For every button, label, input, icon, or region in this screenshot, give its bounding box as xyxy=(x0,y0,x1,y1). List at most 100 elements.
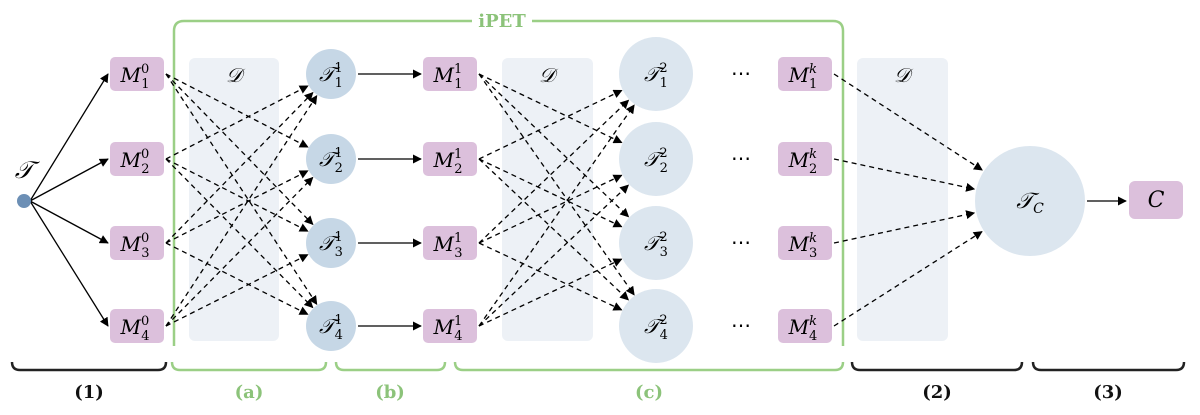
dataset-label-1: 𝒟 xyxy=(226,63,246,87)
arrow-task-to-m0-4 xyxy=(29,200,109,327)
training-set-t1-1 xyxy=(306,49,356,99)
arrow-m1-1-to-t2-3 xyxy=(478,73,630,218)
task-dot xyxy=(17,194,31,208)
ellipsis-3: ⋯ xyxy=(731,230,751,254)
final-classifier-box xyxy=(1129,181,1183,219)
training-set-t2-2 xyxy=(619,122,693,196)
brace-3 xyxy=(1031,361,1186,372)
arrow-task-to-m0-2 xyxy=(29,158,109,202)
model-box-m1-1 xyxy=(423,57,477,91)
brace-a xyxy=(170,361,328,372)
brace-label-b: (b) xyxy=(375,382,405,403)
brace-b xyxy=(334,361,447,372)
brace-label-3: (3) xyxy=(1093,382,1123,403)
task-label: 𝒯 xyxy=(15,156,41,184)
dataset-label-2: 𝒟 xyxy=(539,63,559,87)
training-set-t2-1 xyxy=(619,37,693,111)
brace-label-2: (2) xyxy=(922,382,952,403)
model-box-m1-3 xyxy=(423,226,477,260)
arrow-mk-2-to-tc xyxy=(833,158,976,192)
training-set-t1-4 xyxy=(306,301,356,351)
model-box-mk-3 xyxy=(778,226,832,260)
model-box-m1-2 xyxy=(423,142,477,176)
model-box-mk-4 xyxy=(778,309,832,343)
brace-label-1: (1) xyxy=(74,382,104,403)
arrow-m0-4-to-t1-1 xyxy=(165,94,318,327)
dataset-panel-1 xyxy=(189,58,279,341)
task-node: 𝒯 xyxy=(15,156,41,208)
arrow-m0-4-to-t1-2 xyxy=(165,176,314,327)
arrow-m0-1-to-t1-4 xyxy=(165,73,318,306)
final-classifier-label: C xyxy=(1148,188,1165,213)
arrows xyxy=(29,69,1127,331)
final-classifier-node: C xyxy=(1129,181,1183,219)
model-box-mk-2 xyxy=(778,142,832,176)
arrow-m1-3-to-t2-1 xyxy=(478,99,630,244)
ipet-label: iPET xyxy=(478,11,526,32)
model-box-m0-1 xyxy=(110,57,164,91)
training-set-t2-4 xyxy=(619,289,693,363)
arrow-mk-4-to-tc xyxy=(833,231,983,327)
ipet-frame: iPET xyxy=(172,11,845,346)
model-box-m0-3 xyxy=(110,226,164,260)
brace-2 xyxy=(850,361,1024,372)
model-box-m1-4 xyxy=(423,309,477,343)
ellipsis-4: ⋯ xyxy=(731,313,751,337)
model-box-mk-1 xyxy=(778,57,832,91)
ellipsis-column: ⋯ ⋯ ⋯ ⋯ xyxy=(731,61,751,337)
arrow-m1-4-to-t2-2 xyxy=(478,184,630,327)
arrow-mk-3-to-tc xyxy=(833,210,976,244)
arrow-mk-1-to-tc xyxy=(833,73,983,171)
ipet-frame-border xyxy=(172,19,845,346)
arrow-m0-1-to-t1-3 xyxy=(165,73,314,226)
training-set-t1-3 xyxy=(306,218,356,268)
arrow-m0-2-to-t1-4 xyxy=(165,158,314,309)
training-set-t1-2 xyxy=(306,134,356,184)
arrow-task-to-m0-3 xyxy=(29,200,109,244)
dataset-panels: 𝒟 𝒟 𝒟 xyxy=(189,58,948,341)
stage-braces: (1) (a) (b) (c) (2) (3) xyxy=(10,361,1186,403)
dataset-panel-3 xyxy=(857,58,948,341)
training-set-t2-3 xyxy=(619,206,693,280)
ellipsis-1: ⋯ xyxy=(731,61,751,85)
final-training-set-circle xyxy=(975,146,1085,256)
ellipsis-2: ⋯ xyxy=(731,146,751,170)
dataset-label-3: 𝒟 xyxy=(894,63,914,87)
model-box-m0-2 xyxy=(110,142,164,176)
brace-1 xyxy=(10,361,168,372)
brace-label-a: (a) xyxy=(235,382,264,403)
arrow-m0-3-to-t1-1 xyxy=(165,91,314,244)
arrow-task-to-m0-1 xyxy=(29,73,109,202)
dataset-panel-2 xyxy=(502,58,593,341)
arrow-m1-2-to-t2-4 xyxy=(478,158,630,301)
model-box-m0-4 xyxy=(110,309,164,343)
final-training-set-node: 𝒯C xyxy=(975,146,1085,256)
brace-label-c: (c) xyxy=(635,382,663,403)
